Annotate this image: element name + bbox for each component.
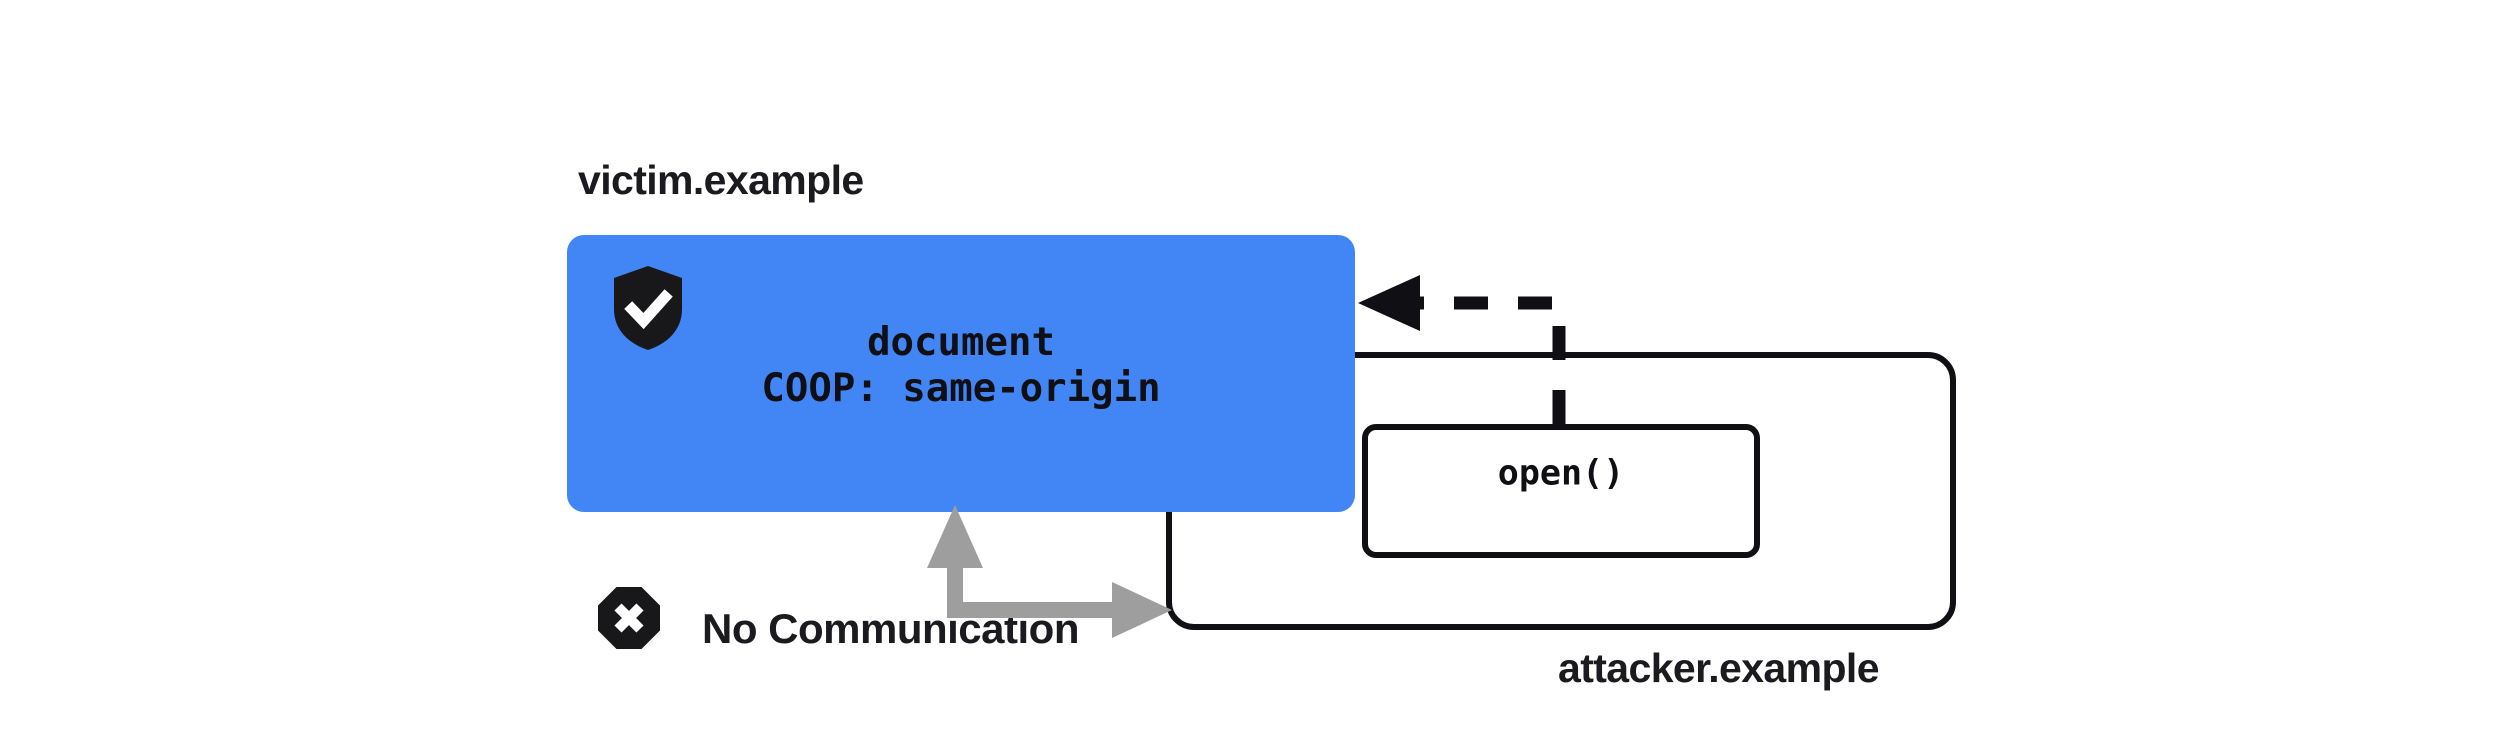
open-call-label: open() [1497, 453, 1625, 494]
document-coop-text: document COOP: same-origin [761, 320, 1161, 412]
no-communication-arrow [927, 505, 1172, 638]
victim-document-box [567, 235, 1355, 512]
shield-check-icon [612, 265, 684, 351]
open-call-box [1362, 424, 1760, 558]
victim-origin-label: victim.example [578, 157, 864, 203]
x-octagon-icon [597, 586, 661, 650]
attacker-origin-label: attacker.example [1558, 645, 1880, 691]
open-to-document-arrow [1358, 275, 1566, 424]
